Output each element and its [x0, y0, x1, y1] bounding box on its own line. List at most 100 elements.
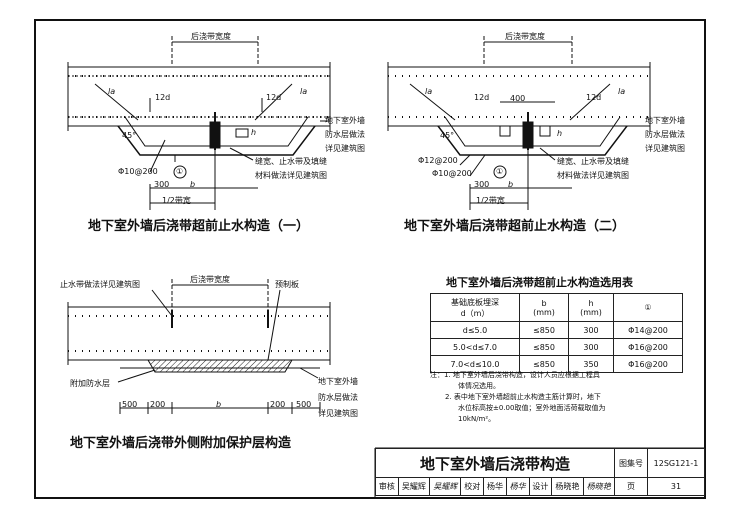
- fig1-circle-ref: ①: [176, 167, 184, 176]
- header-depth: 基础底板埋深 d（m）: [430, 293, 520, 322]
- fig2-12d-right: 12d: [586, 93, 602, 102]
- fig2-la-left: la: [425, 87, 433, 96]
- header-ref: ①: [613, 293, 683, 322]
- fig1-la-left: la: [108, 87, 116, 96]
- cell-h: 300: [568, 338, 614, 356]
- fig1-joint-note-line2: 材料做法详见建筑图: [255, 171, 327, 180]
- fig2-dim-400: 400: [510, 94, 526, 103]
- fig2-joint-note-line2: 材料做法详见建筑图: [557, 171, 629, 180]
- page-number: 31: [647, 477, 705, 496]
- reviewer-signature: 吴耀辉: [429, 477, 462, 496]
- fig3-waterstop-label: 止水带做法详见建筑图: [60, 280, 140, 289]
- check-label: 校对: [460, 477, 485, 496]
- fig2-joint-note-line1: 缝宽、止水带及填缝: [557, 157, 629, 166]
- cell-depth: 5.0<d≤7.0: [430, 338, 520, 356]
- checker-signature: 杨华: [505, 477, 530, 496]
- selection-table: 基础底板埋深 d（m） b (mm) h (mm) ① d≤5.0 ≤850 3…: [430, 293, 683, 373]
- fig2-wall-label-line2: 防水层做法: [645, 130, 685, 139]
- header-b-line1: b: [541, 298, 547, 308]
- checker-name: 杨华: [483, 477, 507, 496]
- cell-b: ≤850: [519, 355, 569, 373]
- fig3-dim-200-left: 200: [150, 400, 166, 409]
- title-block: 地下室外墙后浇带构造 图集号 12SG121-1 审核 吴耀辉 吴耀辉 校对 杨…: [375, 448, 705, 496]
- fig2-h: h: [557, 129, 563, 138]
- sheet-border: [34, 19, 706, 499]
- fig3-wall-label-line1: 地下室外墙: [318, 377, 358, 386]
- fig1-la-right: la: [300, 87, 308, 96]
- figure-3-drawing: [67, 279, 331, 414]
- atlas-number: 12SG121-1: [647, 448, 705, 478]
- cell-bar: Φ16@200: [613, 355, 683, 373]
- fig3-dim-500-right: 500: [296, 400, 312, 409]
- header-depth-line2: d（m）: [460, 308, 490, 318]
- fig2-wall-label-line1: 地下室外墙: [645, 116, 685, 125]
- fig2-dim-b: b: [508, 180, 514, 189]
- header-depth-line1: 基础底板埋深: [451, 297, 499, 307]
- fig3-precast-label: 预制板: [275, 280, 299, 289]
- fig2-wall-label-line3: 详见建筑图: [645, 144, 685, 153]
- fig2-la-right: la: [618, 87, 626, 96]
- atlas-label: 图集号: [614, 448, 648, 478]
- note-line4: 水位标高按±0.00取值；室外地面活荷载取值为: [458, 404, 606, 412]
- fig2-half-band: 1/2带宽: [476, 196, 505, 205]
- fig1-title: 地下室外墙后浇带超前止水构造（一）: [88, 219, 310, 234]
- fig1-wall-label-line3: 详见建筑图: [325, 144, 365, 153]
- fig2-dim-300: 300: [474, 180, 490, 189]
- fig1-12d-left: 12d: [155, 93, 171, 102]
- cell-h: 350: [568, 355, 614, 373]
- cell-depth: d≤5.0: [430, 321, 520, 339]
- fig1-dim-300: 300: [154, 180, 170, 189]
- fig2-rebar-b: Φ10@200: [432, 169, 472, 178]
- page-label: 页: [614, 477, 648, 496]
- figure-2-drawing: [387, 36, 651, 210]
- review-label: 审核: [375, 477, 399, 496]
- designer-signature: 杨晓艳: [582, 477, 616, 496]
- header-h-line1: h: [588, 298, 594, 308]
- fig1-wall-label-line2: 防水层做法: [325, 130, 365, 139]
- fig3-extra-waterproof-label: 附加防水层: [70, 379, 110, 388]
- header-b-line2: (mm): [533, 307, 555, 317]
- fig3-dim-b: b: [216, 400, 222, 409]
- fig1-half-band: 1/2带宽: [162, 196, 191, 205]
- fig1-rebar: Φ10@200: [118, 167, 158, 176]
- fig3-title: 地下室外墙后浇带外侧附加保护层构造: [70, 436, 292, 451]
- fig1-band-width-label: 后浇带宽度: [191, 32, 231, 41]
- fig2-angle: 45°: [440, 131, 455, 140]
- fig1-joint-note-line1: 缝宽、止水带及填缝: [255, 157, 327, 166]
- design-label: 设计: [528, 477, 553, 496]
- designer-name: 杨晓艳: [551, 477, 584, 496]
- cell-b: ≤850: [519, 321, 569, 339]
- fig1-dim-b: b: [190, 180, 196, 189]
- cell-bar: Φ16@200: [613, 338, 683, 356]
- fig3-wall-label-line2: 防水层做法: [318, 393, 358, 402]
- header-h-line2: (mm): [580, 307, 602, 317]
- note-line5: 10kN/m²。: [458, 415, 496, 423]
- note-line3: 2. 表中地下室外墙超前止水构造主筋计算时，地下: [445, 393, 601, 401]
- selection-table-title: 地下室外墙后浇带超前止水构造选用表: [446, 276, 633, 289]
- fig1-wall-label-line1: 地下室外墙: [325, 116, 365, 125]
- fig3-dim-500-left: 500: [122, 400, 138, 409]
- cell-b: ≤850: [519, 338, 569, 356]
- table-header-row: 基础底板埋深 d（m） b (mm) h (mm) ①: [430, 293, 683, 322]
- fig1-h: h: [251, 128, 257, 137]
- figure-1-drawing: [67, 36, 331, 210]
- cell-depth: 7.0<d≤10.0: [430, 355, 520, 373]
- cell-bar: Φ14@200: [613, 321, 683, 339]
- fig3-band-width-label: 后浇带宽度: [190, 275, 230, 284]
- table-row: 5.0<d≤7.0 ≤850 300 Φ16@200: [430, 338, 683, 356]
- header-h: h (mm): [568, 293, 614, 322]
- cell-h: 300: [568, 321, 614, 339]
- fig1-12d-right: 12d: [266, 93, 282, 102]
- fig2-rebar-a: Φ12@200: [418, 156, 458, 165]
- table-row: d≤5.0 ≤850 300 Φ14@200: [430, 321, 683, 339]
- table-row: 7.0<d≤10.0 ≤850 350 Φ16@200: [430, 355, 683, 373]
- fig3-dim-200-right: 200: [270, 400, 286, 409]
- drawing-title: 地下室外墙后浇带构造: [375, 448, 615, 478]
- reviewer-name: 吴耀辉: [397, 477, 431, 496]
- note-line2: 体情况选用。: [458, 382, 500, 390]
- note-line1: 注：1. 地下室外墙后浇带构造，设计人员应根据工程具: [430, 371, 600, 379]
- header-b: b (mm): [519, 293, 569, 322]
- fig2-title: 地下室外墙后浇带超前止水构造（二）: [404, 219, 626, 234]
- fig2-12d-left: 12d: [474, 93, 490, 102]
